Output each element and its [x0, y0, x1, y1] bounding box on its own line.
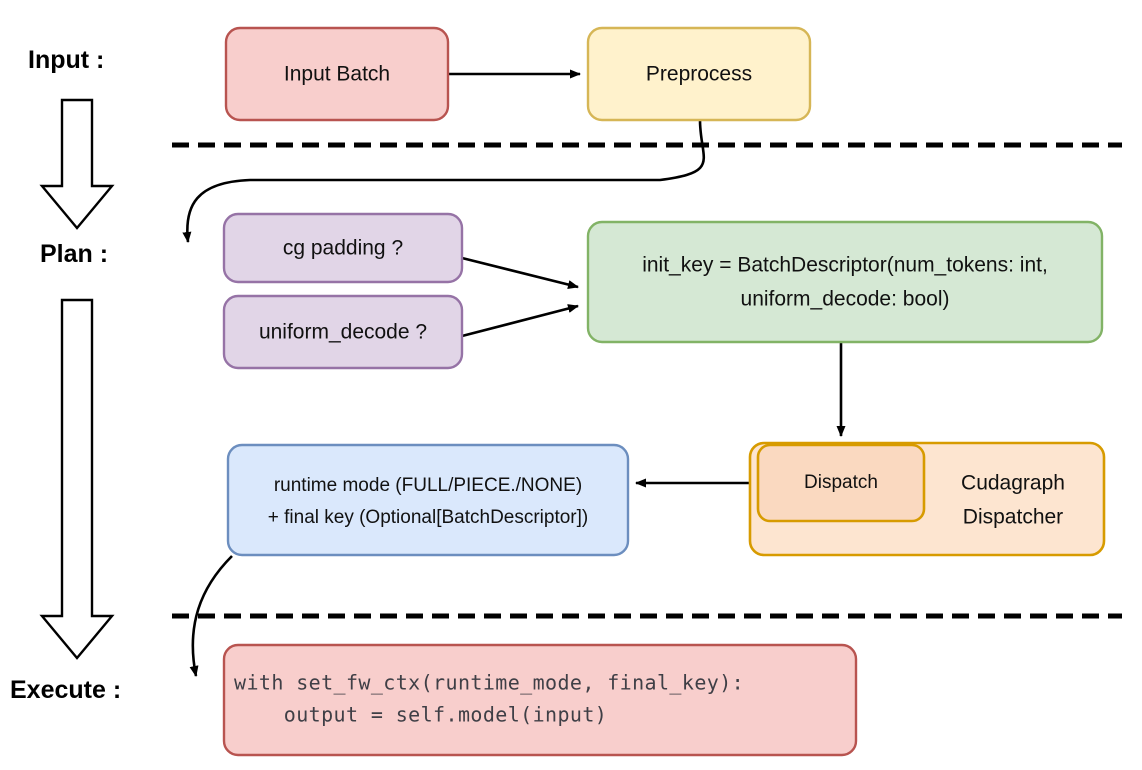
execute-code-line2: output = self.model(input) — [234, 703, 607, 727]
node-preprocess[interactable]: Preprocess — [586, 26, 812, 122]
preprocess-shape[interactable] — [586, 26, 812, 122]
input-batch-label: Input Batch — [284, 63, 390, 86]
node-init-key[interactable]: init_key = BatchDescriptor(num_tokens: i… — [586, 220, 1104, 344]
uniform-decode-label: uniform_decode ? — [259, 321, 427, 344]
execute-code-shape[interactable] — [222, 643, 858, 757]
stage-label-input: Input : — [28, 46, 104, 74]
runtime-mode-label-line1: runtime mode (FULL/PIECE./NONE) — [274, 475, 582, 496]
section-dividers — [172, 142, 1122, 619]
dispatch-shape[interactable] — [756, 443, 926, 523]
node-runtime-mode[interactable]: runtime mode (FULL/PIECE./NONE) + final … — [226, 443, 630, 557]
runtime-mode-shape[interactable] — [226, 443, 630, 557]
uniform-decode-shape[interactable] — [222, 294, 464, 370]
edge-cg-padding-to-init-key — [461, 256, 579, 289]
node-input-batch[interactable]: Input Batch — [224, 26, 450, 122]
cg-padding-shape[interactable] — [222, 212, 464, 284]
preprocess-label: Preprocess — [646, 63, 752, 86]
input-batch-shape[interactable] — [224, 26, 450, 122]
dispatch-label: Dispatch — [804, 472, 878, 493]
execute-code-line1: with set_fw_ctx(runtime_mode, final_key)… — [234, 671, 744, 695]
node-execute-code[interactable]: with set_fw_ctx(runtime_mode, final_key)… — [222, 643, 858, 757]
cg-padding-label: cg padding ? — [283, 237, 403, 260]
init-key-shape[interactable] — [586, 220, 1104, 344]
stage-labels: Input : Plan : Execute : — [10, 46, 121, 704]
block-arrow-plan-to-execute — [39, 298, 115, 660]
cudagraph-dispatcher-label-line2: Dispatcher — [963, 506, 1063, 529]
runtime-mode-label-line2: + final key (Optional[BatchDescriptor]) — [268, 507, 589, 528]
stage-label-plan: Plan : — [40, 240, 108, 268]
node-uniform-decode[interactable]: uniform_decode ? — [222, 294, 464, 370]
node-dispatch[interactable]: Dispatch — [756, 443, 926, 523]
init-key-label-line2: uniform_decode: bool) — [741, 288, 950, 311]
edge-runtime-mode-to-execute — [189, 555, 233, 677]
node-cg-padding[interactable]: cg padding ? — [222, 212, 464, 284]
block-arrow-input-to-plan — [39, 98, 115, 230]
cudagraph-dispatcher-label-line1: Cudagraph — [961, 472, 1065, 495]
edge-preprocess-to-cg-padding — [182, 119, 706, 243]
stage-label-execute: Execute : — [10, 676, 121, 704]
init-key-label-line1: init_key = BatchDescriptor(num_tokens: i… — [642, 254, 1048, 277]
edge-uniform-decode-to-init-key — [461, 304, 579, 338]
